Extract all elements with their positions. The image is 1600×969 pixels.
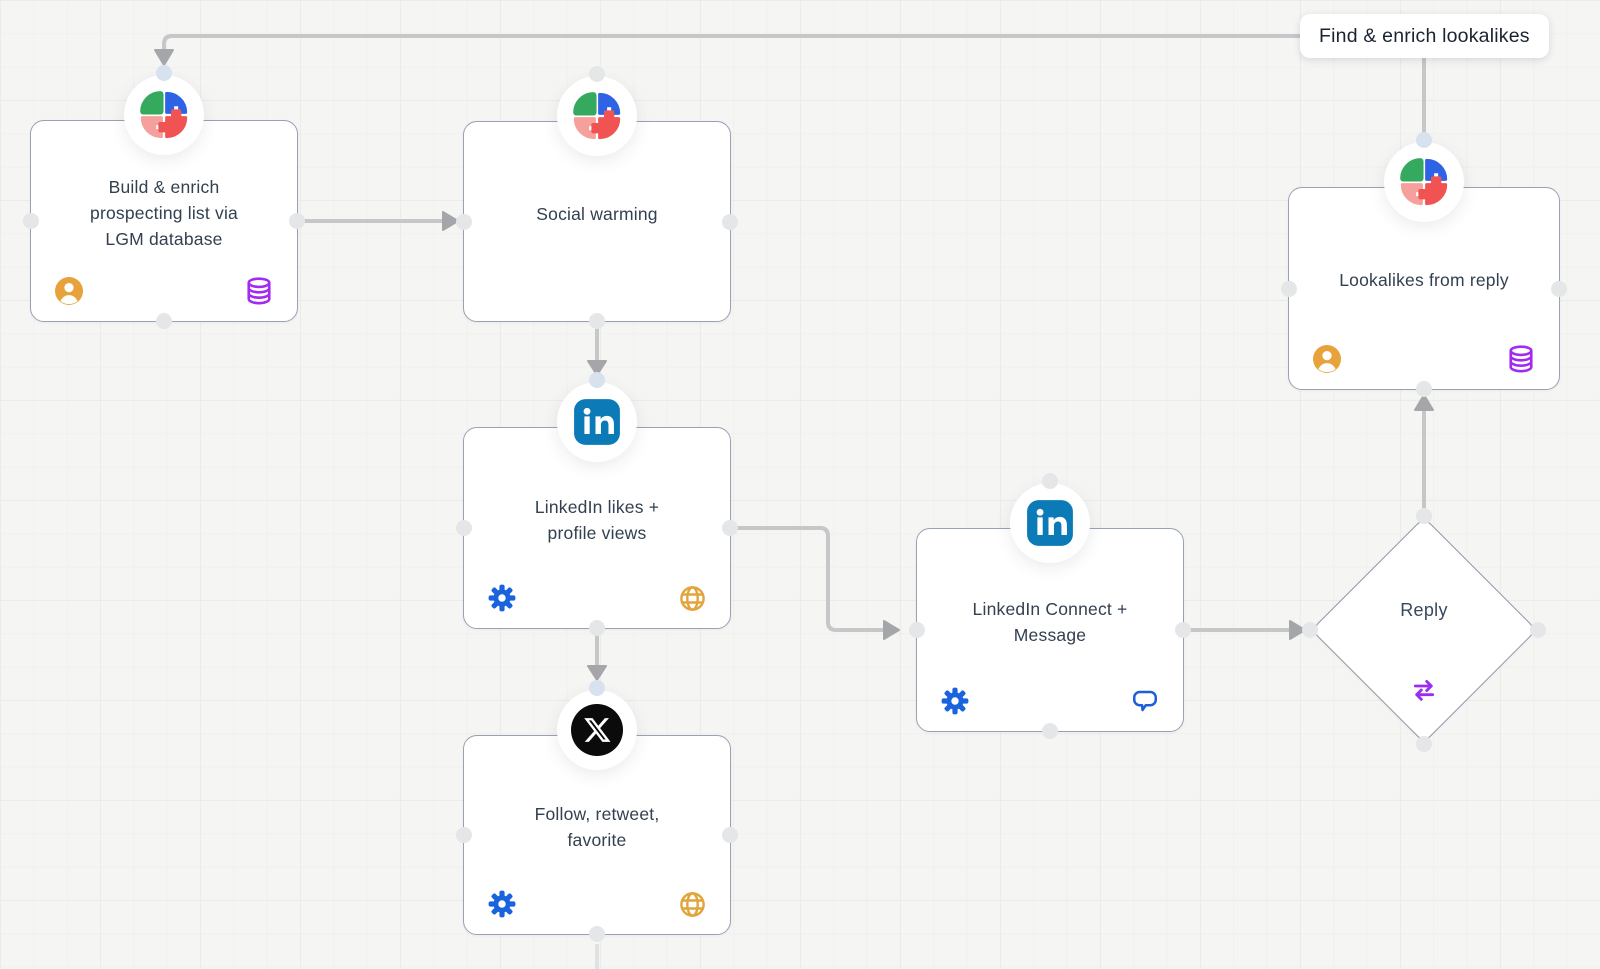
user-icon (54, 276, 84, 306)
lgm-logo-icon (124, 75, 204, 155)
connection-handle-right[interactable] (1551, 280, 1567, 297)
arrowhead (587, 360, 607, 376)
globe-icon (677, 583, 707, 613)
node-title: Build & enrich prospecting list via LGM … (90, 177, 238, 249)
connection-handle-top[interactable] (589, 372, 605, 388)
lgm-logo-icon (557, 76, 637, 156)
globe-icon (677, 889, 707, 919)
connection-handle-bottom[interactable] (589, 313, 605, 329)
node-title: Follow, retweet, favorite (534, 804, 660, 851)
node-reply-condition[interactable]: Reply (1302, 508, 1546, 752)
connection-handle-bottom[interactable] (1416, 736, 1432, 752)
annotation-label[interactable]: Find & enrich lookalikes (1300, 14, 1549, 58)
connection-handle-top[interactable] (589, 680, 605, 696)
connection-handle-top[interactable] (589, 66, 605, 82)
database-icon (1506, 344, 1536, 374)
connection-handle-bottom[interactable] (589, 620, 605, 636)
arrowhead (1289, 620, 1306, 640)
linkedin-logo-icon (1010, 483, 1090, 563)
edge-label-to-build (162, 34, 1302, 50)
connection-handle-right[interactable] (722, 827, 738, 843)
connection-handle-right[interactable] (289, 213, 305, 229)
node-lookalikes-from-reply[interactable]: Lookalikes from reply (1281, 132, 1567, 397)
connection-handle-left[interactable] (456, 520, 472, 536)
arrowhead (442, 211, 459, 231)
connection-handle-left[interactable] (1302, 622, 1318, 638)
gear-icon (940, 686, 970, 716)
node-follow-retweet-favorite[interactable]: Follow, retweet, favorite (456, 680, 738, 942)
connection-handle-top[interactable] (1042, 473, 1058, 489)
connection-handle-left[interactable] (909, 622, 925, 638)
connection-handle-top[interactable] (1416, 508, 1432, 524)
node-title: Reply (1400, 600, 1448, 620)
edge-linkedin-likes-to-connect (735, 526, 884, 632)
connection-handle-bottom[interactable] (156, 313, 172, 329)
arrowhead (154, 49, 174, 66)
connection-handle-right[interactable] (722, 520, 738, 536)
connection-handle-bottom[interactable] (589, 926, 605, 942)
connection-handle-right[interactable] (1175, 622, 1191, 638)
node-title: LinkedIn Connect + Message (972, 598, 1128, 645)
node-title: LinkedIn likes + profile views (534, 497, 660, 543)
node-linkedin-connect-message[interactable]: LinkedIn Connect + Message (909, 473, 1191, 739)
user-icon (1312, 344, 1342, 374)
connection-handle-bottom[interactable] (1042, 723, 1058, 739)
arrowhead (883, 620, 900, 640)
connection-handle-top[interactable] (156, 65, 172, 81)
arrowhead (1414, 394, 1434, 411)
chat-bubble-icon (1130, 686, 1160, 716)
arrowhead (587, 665, 607, 681)
node-linkedin-likes-views[interactable]: LinkedIn likes + profile views (456, 372, 738, 636)
connection-handle-top[interactable] (1416, 132, 1432, 148)
node-title: Social warming (536, 203, 658, 224)
gear-icon (487, 583, 517, 613)
connection-handle-right[interactable] (1530, 622, 1546, 638)
connection-handle-bottom[interactable] (1416, 381, 1432, 397)
linkedin-logo-icon (557, 382, 637, 462)
node-title: Lookalikes from reply (1339, 270, 1509, 291)
connection-handle-left[interactable] (456, 827, 472, 843)
connection-handle-left[interactable] (456, 213, 472, 230)
lgm-logo-icon (1384, 142, 1464, 222)
node-social-warming[interactable]: Social warming (456, 66, 738, 329)
connection-handle-left[interactable] (23, 213, 39, 229)
x-logo-icon (557, 690, 637, 770)
node-build-enrich-list[interactable]: Build & enrich prospecting list via LGM … (23, 65, 305, 329)
connection-handle-left[interactable] (1281, 280, 1297, 297)
gear-icon (487, 889, 517, 919)
connection-handle-right[interactable] (722, 213, 738, 230)
database-icon (244, 276, 274, 306)
swap-arrows-icon (1408, 674, 1440, 711)
